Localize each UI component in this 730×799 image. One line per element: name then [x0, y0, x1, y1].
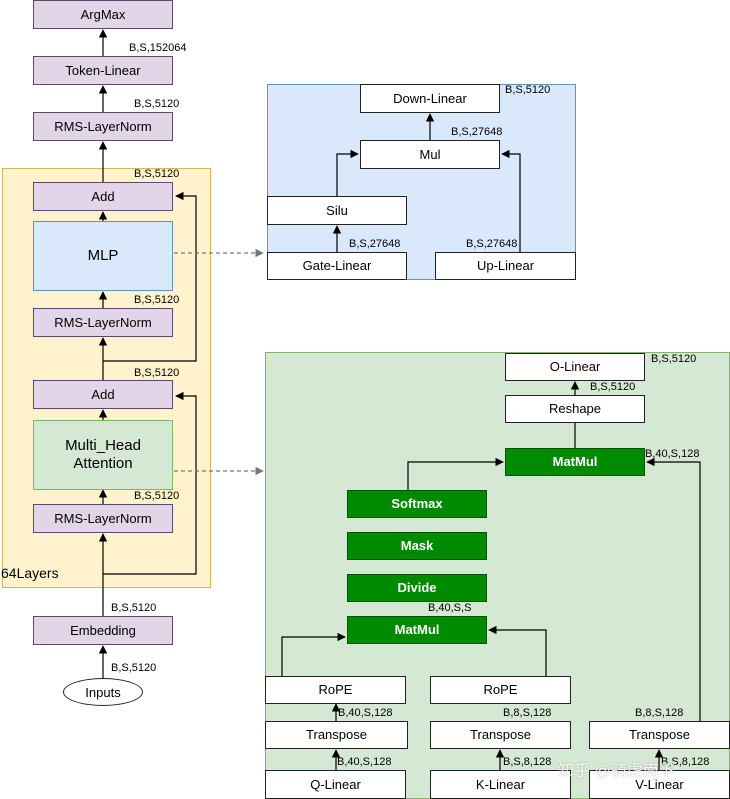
- post-attention-rms-layernorm-node: RMS-LayerNorm: [33, 308, 173, 337]
- dim-label-down-linear: B,S,5120: [505, 84, 551, 96]
- dim-label-rms-final: B,S,5120: [134, 98, 180, 110]
- divide-node: Divide: [347, 574, 487, 602]
- dim-label-gate-linear: B,S,27648: [349, 238, 401, 250]
- attention-label-line2: Attention: [73, 455, 133, 472]
- transpose-q-node: Transpose: [265, 721, 408, 749]
- matmul-qk-node: MatMul: [347, 616, 487, 644]
- softmax-node: Softmax: [347, 490, 487, 518]
- dim-label-k-rope: B,8,S,128: [503, 707, 552, 719]
- token-linear-node: Token-Linear: [33, 56, 173, 85]
- dim-label-add-bottom: B,S,5120: [134, 367, 180, 379]
- input-rms-layernorm-node: RMS-LayerNorm: [33, 504, 173, 533]
- residual-add-top-node: Add: [33, 182, 173, 211]
- multi-head-attention-block: Multi_Head Attention: [33, 420, 173, 490]
- mask-node: Mask: [347, 532, 487, 560]
- watermark-text: 知乎 @骑虎南下: [558, 763, 675, 780]
- embedding-node: Embedding: [33, 616, 173, 645]
- dim-label-embedding-out: B,S,5120: [111, 602, 157, 614]
- rope-k-node: RoPE: [430, 676, 571, 704]
- reshape-node: Reshape: [505, 395, 645, 423]
- dim-label-reshape: B,S,5120: [590, 381, 636, 393]
- k-linear-node: K-Linear: [430, 770, 571, 799]
- mlp-detail-region: [267, 84, 576, 280]
- mlp-block: MLP: [33, 221, 173, 291]
- dim-label-rms-bottom: B,S,5120: [134, 490, 180, 502]
- dim-label-up-linear: B,S,27648: [466, 238, 518, 250]
- o-linear-node: O-Linear: [505, 353, 645, 381]
- residual-add-bottom-node: Add: [33, 380, 173, 409]
- matmul-attention-values-node: MatMul: [505, 448, 645, 476]
- dim-label-q-rope: B,40,S,128: [338, 707, 393, 719]
- dim-label-v-transpose: B,8,S,128: [635, 707, 684, 719]
- up-linear-node: Up-Linear: [435, 252, 576, 280]
- dim-label-k-linear: B,S,8,128: [503, 756, 552, 768]
- gate-linear-node: Gate-Linear: [267, 252, 407, 280]
- dim-label-v-linear: B,S,8,128: [661, 756, 710, 768]
- transpose-k-node: Transpose: [430, 721, 571, 749]
- rope-q-node: RoPE: [265, 676, 406, 704]
- silu-node: Silu: [267, 196, 407, 225]
- dim-label-rms-mid: B,S,5120: [134, 294, 180, 306]
- layers-count-label: 64Layers: [1, 565, 59, 581]
- dim-label-o-linear: B,S,5120: [651, 353, 697, 365]
- dim-label-mul: B,S,27648: [451, 126, 503, 138]
- transpose-v-node: Transpose: [589, 721, 730, 749]
- dim-label-add-top: B,S,5120: [134, 168, 180, 180]
- dim-label-matmul-top: B,40,S,128: [645, 448, 700, 460]
- dim-label-token-linear: B,S,152064: [129, 42, 187, 54]
- inputs-node: Inputs: [63, 678, 143, 706]
- dim-label-inputs-out: B,S,5120: [111, 662, 157, 674]
- q-linear-node: Q-Linear: [265, 770, 406, 799]
- argmax-node: ArgMax: [33, 0, 173, 29]
- dim-label-q-linear: B,40,S,128: [337, 756, 392, 768]
- mul-node: Mul: [360, 140, 500, 169]
- dim-label-matmul-bottom: B,40,S,S: [428, 602, 472, 614]
- final-rms-layernorm-node: RMS-LayerNorm: [33, 112, 173, 141]
- down-linear-node: Down-Linear: [360, 84, 500, 113]
- attention-label-line1: Multi_Head: [65, 437, 141, 454]
